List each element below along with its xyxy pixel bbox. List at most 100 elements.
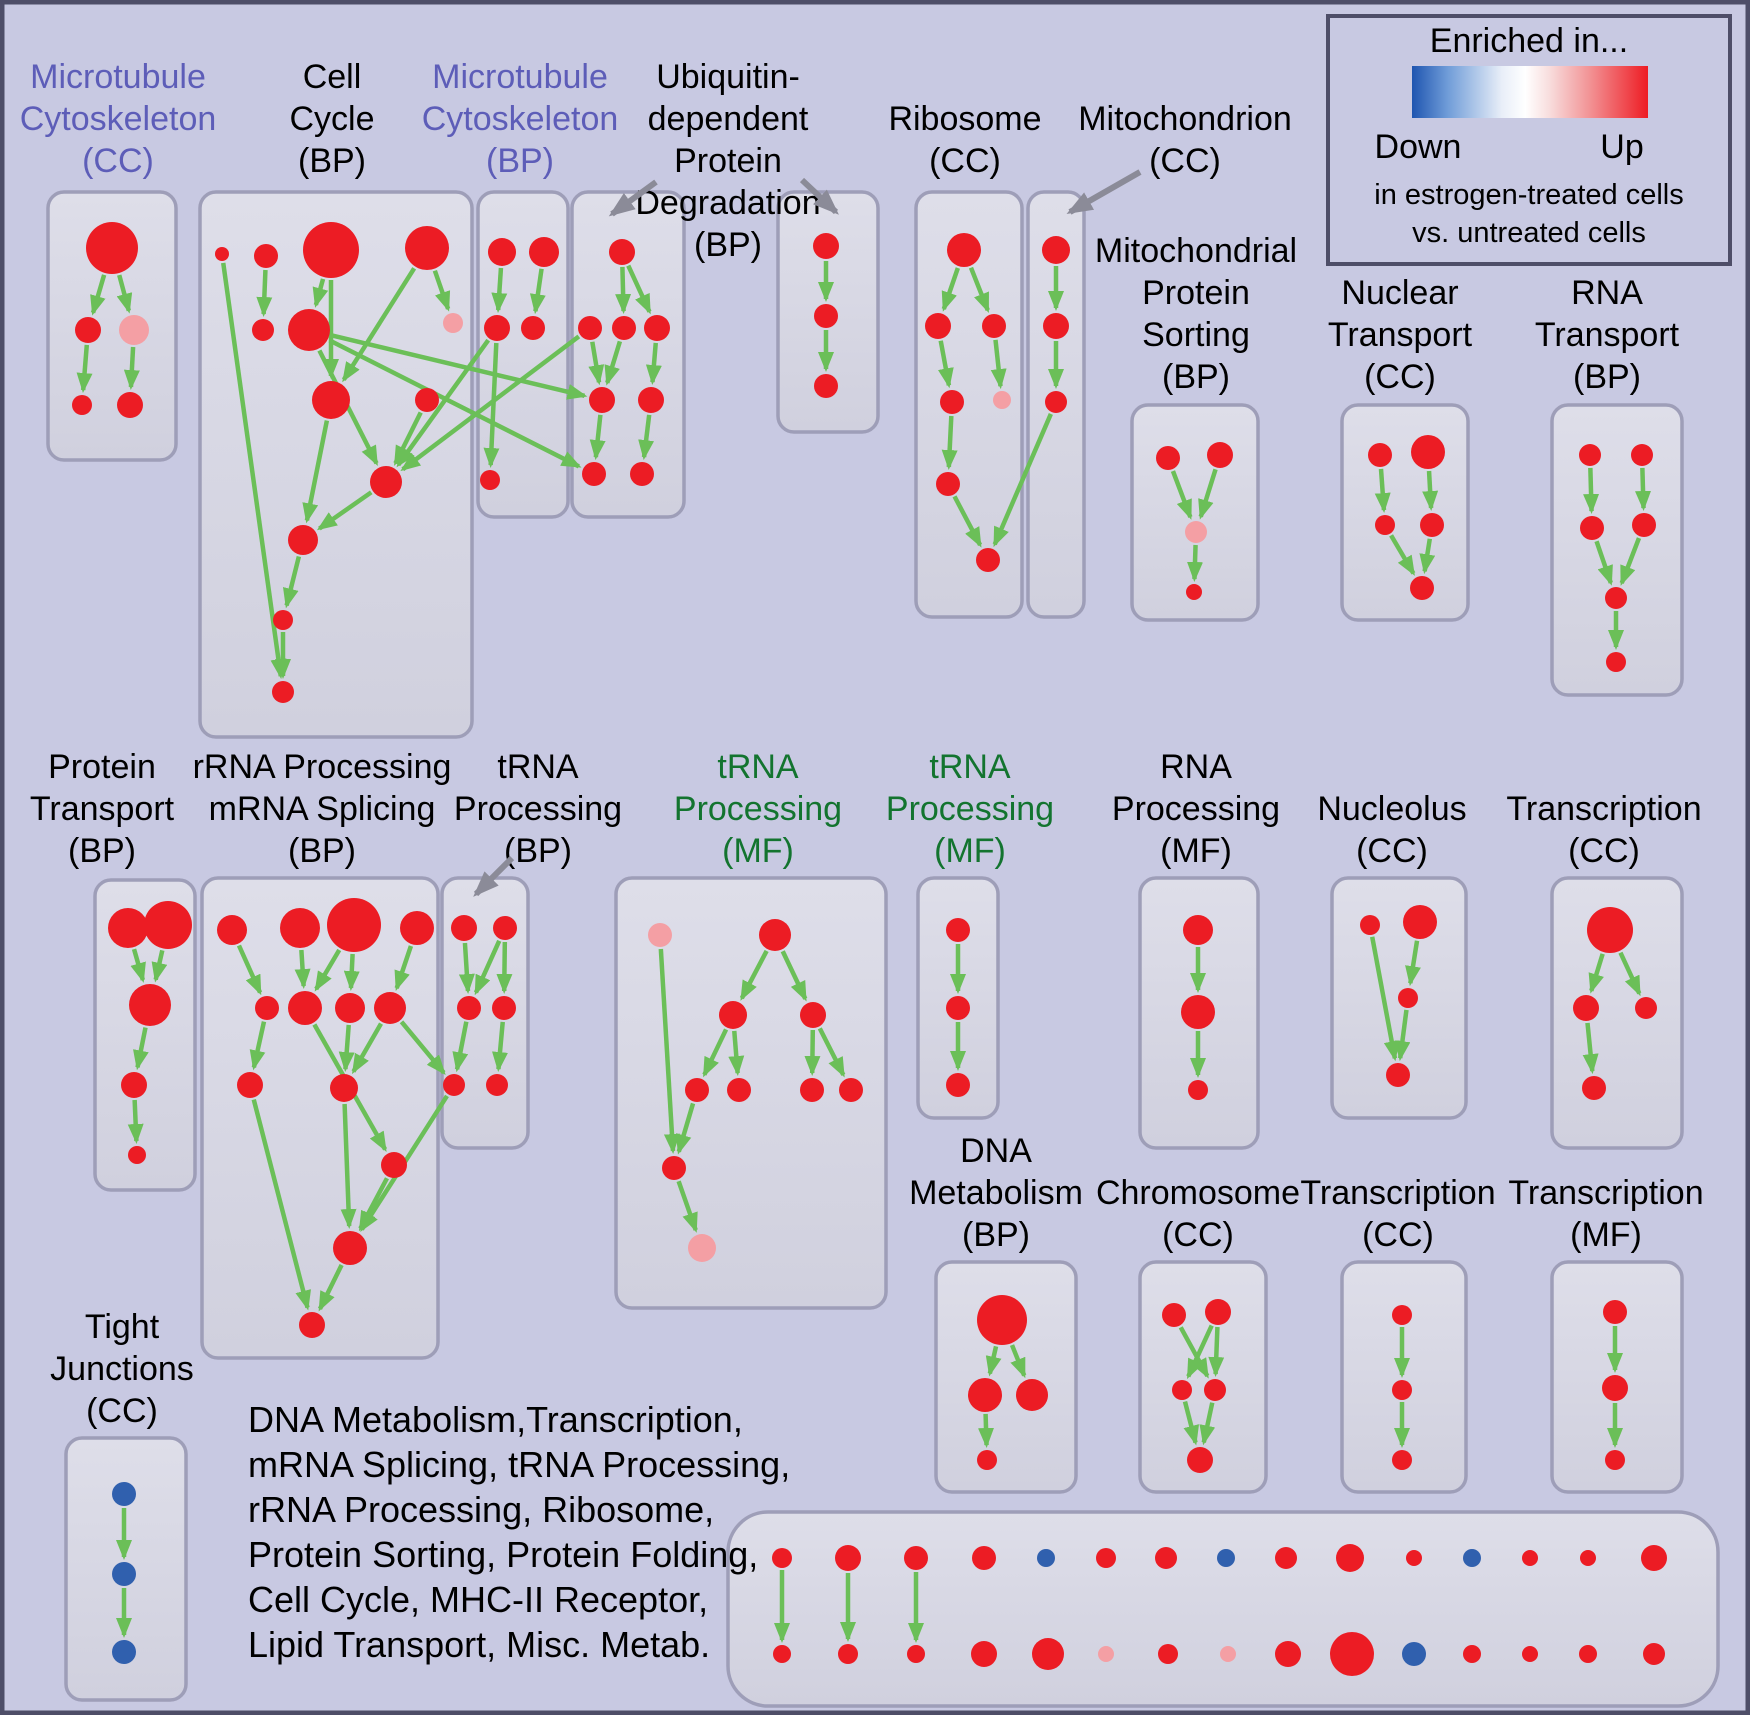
mitochondrion-label-line-1: Mitochondrion [1078,100,1292,138]
misc-categories-node-24 [1522,1550,1538,1566]
misc-categories-node-14 [1217,1549,1235,1567]
mito-protein-sorting-bp-node-0 [1156,446,1180,470]
edge-arrow [127,1099,144,1145]
nodes [72,222,1667,1676]
edge-arrow [937,340,954,389]
trna-bp-box [440,876,530,1150]
trna-bp-node-5 [486,1074,508,1096]
cell-cycle-label-line-2: Cycle [289,100,374,138]
edge-arrow [396,338,491,468]
dna-metabolism-bp-node-1 [968,1378,1002,1412]
chromosome-cc-node-1 [1205,1299,1231,1325]
ubiquitin-arrow-left [608,179,658,217]
nucleolus-label-line-2: (CC) [1356,832,1428,870]
edge-arrow [1394,1009,1411,1062]
rna-transport-bp-node-2 [1580,516,1604,540]
nuclear-transport-label-line-2: Transport [1328,316,1473,354]
misc-categories-node-7 [971,1641,997,1667]
edge-arrow [728,1030,745,1077]
edge-arrow [343,953,360,992]
transcription-cc-1-node-3 [1582,1076,1606,1100]
rrna-mrna-bp-node-10 [381,1152,407,1178]
microtubule-bp-node-4 [480,470,500,490]
edge-arrow [952,495,983,548]
rrna-mrna-bp-node-6 [335,993,365,1023]
microtubule-bp-node-3 [521,316,545,340]
nuclear-transport-label-line-1: Nuclear [1341,274,1458,312]
trna-mf-small-label-line-3: (MF) [934,832,1006,870]
edge-arrow [328,338,582,469]
edge-arrow [1170,470,1193,520]
rrna-mrna-label-line-3: (BP) [288,832,356,870]
mito-sorting-label-line-4: (BP) [1162,358,1230,396]
mitochondrion-label-line-2: (CC) [1149,142,1221,180]
chromosome-cc-node-0 [1162,1303,1186,1327]
edge-arrow [780,950,808,1002]
misc-categories-text-line-2: mRNA Splicing, tRNA Processing, [248,1444,790,1485]
protein-transport-bp-node-4 [128,1146,146,1164]
misc-categories-node-29 [1643,1643,1665,1665]
chromosome-cc-node-3 [1204,1379,1226,1401]
edge-arrow [473,939,502,996]
edge-arrow [978,1413,995,1449]
edge-arrow [645,342,662,386]
cell-cycle-bp-node-7 [312,381,350,419]
edge-arrow [302,420,330,524]
edge-arrow [316,490,373,531]
edge-arrow [941,267,960,312]
misc-categories-node-8 [1037,1549,1055,1567]
transcription-cc-2-node-0 [1392,1305,1412,1325]
transcription-cc-1-box [1550,876,1684,1150]
ubiquitin-bp-a-node-4 [589,387,615,413]
cell-cycle-bp-node-11 [273,610,293,630]
legend-gradient-bar [1412,66,1648,118]
ribosome-cc-node-3 [940,390,964,414]
rrna-mrna-bp-node-5 [288,991,322,1025]
misc-categories-node-22 [1463,1549,1481,1567]
edge-arrow [1389,534,1416,576]
legend-box [1326,14,1732,266]
ubiquitin-bp-a-node-5 [638,387,664,413]
edge-arrow [1199,1402,1216,1446]
cell-cycle-bp-node-2 [303,222,359,278]
transcription-mf-node-0 [1603,1300,1627,1324]
misc-categories-node-12 [1155,1547,1177,1569]
mito-sorting-label-line-2: Protein [1142,274,1250,312]
mito-protein-sorting-bp-node-2 [1185,521,1207,543]
nucleolus-cc-node-2 [1398,988,1418,1008]
nuclear-transport-cc-node-3 [1420,513,1444,537]
ubiquitin-label-line-3: Protein [674,142,782,180]
rna-transport-bp-node-4 [1605,587,1627,609]
ubiquitin-bp-a-node-2 [612,316,636,340]
misc-categories-text-line-6: Lipid Transport, Misc. Metab. [248,1624,710,1665]
nucleolus-label-line-1: Nucleolus [1317,790,1466,828]
legend-title: Enriched in... [1430,22,1628,60]
edge-arrow [529,268,546,315]
edge-arrow [675,1102,696,1155]
edges [76,261,1652,1643]
edge-arrow [351,1022,383,1075]
edge-arrow [123,346,140,391]
ribosome-cc-node-5 [936,472,960,496]
transcription-cc1-label-line-2: (CC) [1568,832,1640,870]
chromosome-cc-node-4 [1187,1447,1213,1473]
ubiquitin-bp-a-node-7 [630,462,654,486]
edge-arrow [491,267,508,314]
misc-categories-node-23 [1463,1645,1481,1663]
ubiquitin-bp-a-node-3 [644,315,670,341]
rna-transport-bp-box [1550,403,1684,697]
rrna-mrna-bp-node-0 [217,915,247,945]
edge-arrow [658,948,680,1155]
trna-bp-node-2 [457,996,481,1020]
edge-arrow [294,949,311,990]
ubiquitin-bp-b-node-0 [813,233,839,259]
transcription-mf-node-2 [1605,1450,1625,1470]
tight-junctions-cc-node-0 [112,1482,136,1506]
microtubule-cc-node-0 [86,222,138,274]
cell-cycle-bp-node-6 [443,313,463,333]
rrna-mrna-label-line-2: mRNA Splicing [209,790,436,828]
edge-arrow [1374,468,1391,514]
ubiquitin-bp-a-node-1 [578,316,602,340]
mitochondrion-cc-node-0 [1042,236,1070,264]
